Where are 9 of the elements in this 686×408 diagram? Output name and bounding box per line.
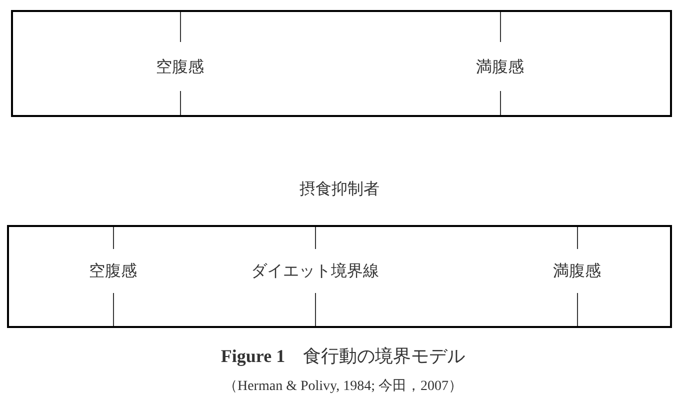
scale-label: 空腹感 [89,263,137,279]
scale-label: ダイエット境界線 [251,263,379,279]
figure-caption: Figure 1 食行動の境界モデル [220,345,466,368]
scale-bar [11,10,672,117]
scale-label: 満腹感 [476,58,524,74]
group-heading: 摂食抑制者 [298,178,380,200]
scale-label: 満腹感 [553,263,601,279]
citation-text: （Herman & Polivy, 1984; 今田，2007） [222,378,464,396]
scale-label: 空腹感 [156,58,204,74]
